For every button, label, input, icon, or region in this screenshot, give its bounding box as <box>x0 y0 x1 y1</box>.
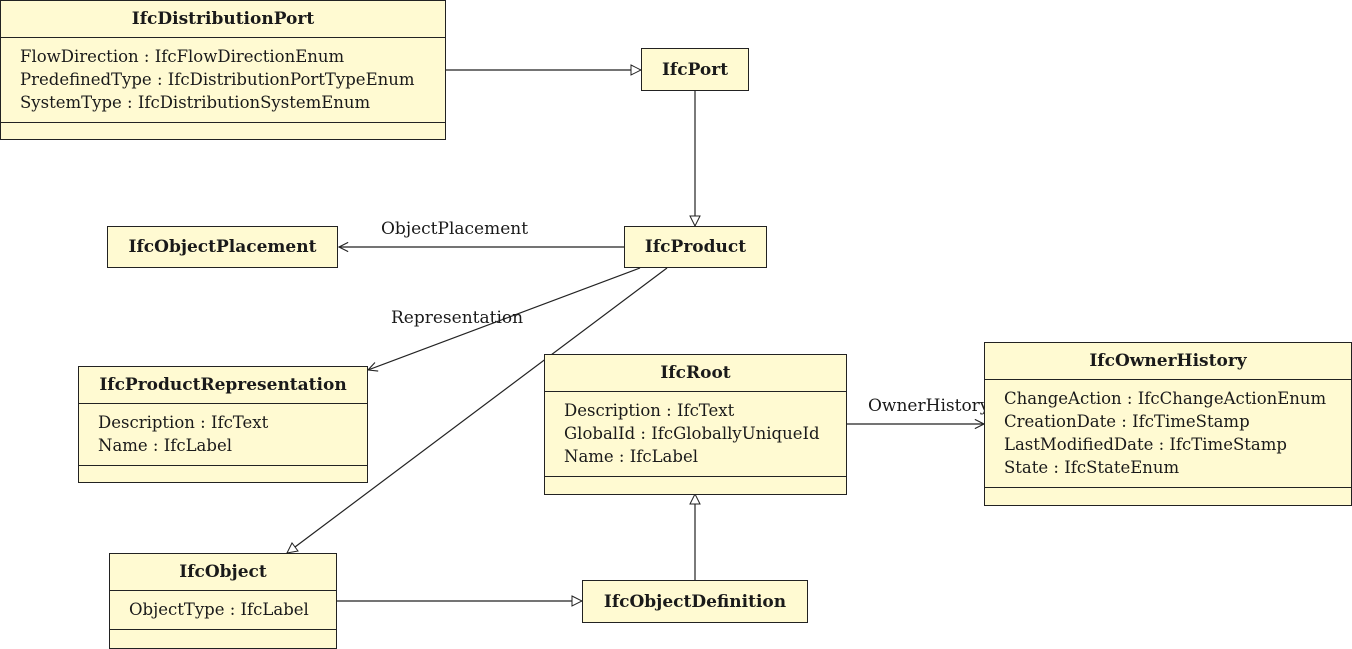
attribute-compartment: FlowDirection : IfcFlowDirectionEnum Pre… <box>1 38 445 123</box>
generalization-edge-product-object <box>287 267 668 553</box>
class-ifcdistributionport[interactable]: IfcDistributionPort FlowDirection : IfcF… <box>0 0 446 140</box>
class-ifcproductrepresentation[interactable]: IfcProductRepresentation Description : I… <box>78 366 368 483</box>
operation-compartment <box>110 630 336 648</box>
association-edge-representation <box>368 267 641 370</box>
class-ifcroot[interactable]: IfcRoot Description : IfcText GlobalId :… <box>544 354 847 495</box>
attribute-row: SystemType : IfcDistributionSystemEnum <box>20 93 371 112</box>
attribute-row: CreationDate : IfcTimeStamp <box>1004 412 1250 431</box>
class-name: IfcProduct <box>644 237 747 257</box>
attribute-row: ObjectType : IfcLabel <box>129 600 309 619</box>
operation-compartment <box>545 477 846 495</box>
attribute-row: Name : IfcLabel <box>564 447 698 466</box>
class-name: IfcOwnerHistory <box>985 343 1351 380</box>
operation-compartment <box>79 466 367 484</box>
class-ifcobjectdefinition[interactable]: IfcObjectDefinition <box>582 580 808 623</box>
attribute-row: GlobalId : IfcGloballyUniqueId <box>564 424 820 443</box>
operation-compartment <box>985 488 1351 506</box>
class-ifcobject[interactable]: IfcObject ObjectType : IfcLabel <box>109 553 337 649</box>
class-name: IfcObjectPlacement <box>128 237 317 257</box>
class-ifcownerhistory[interactable]: IfcOwnerHistory ChangeAction : IfcChange… <box>984 342 1352 506</box>
class-ifcproduct[interactable]: IfcProduct <box>624 226 767 268</box>
attribute-compartment: ChangeAction : IfcChangeActionEnum Creat… <box>985 380 1351 488</box>
class-ifcobjectplacement[interactable]: IfcObjectPlacement <box>107 226 338 268</box>
class-name: IfcPort <box>661 59 729 80</box>
ownerhistory-label: OwnerHistory <box>868 396 990 416</box>
attribute-row: ChangeAction : IfcChangeActionEnum <box>1004 389 1327 408</box>
attribute-row: State : IfcStateEnum <box>1004 458 1180 477</box>
class-name: IfcObject <box>110 554 336 591</box>
attribute-row: Description : IfcText <box>564 401 735 420</box>
representation-label: Representation <box>391 308 524 328</box>
class-name: IfcObjectDefinition <box>603 591 787 612</box>
attribute-compartment: ObjectType : IfcLabel <box>110 591 336 630</box>
attribute-row: LastModifiedDate : IfcTimeStamp <box>1004 435 1287 454</box>
class-name: IfcRoot <box>545 355 846 392</box>
attribute-compartment: Description : IfcText Name : IfcLabel <box>79 404 367 466</box>
objectplacement-label: ObjectPlacement <box>381 219 529 239</box>
attribute-row: PredefinedType : IfcDistributionPortType… <box>20 70 415 89</box>
attribute-compartment: Description : IfcText GlobalId : IfcGlob… <box>545 392 846 477</box>
class-name: IfcDistributionPort <box>1 1 445 38</box>
attribute-row: FlowDirection : IfcFlowDirectionEnum <box>20 47 345 66</box>
operation-compartment <box>1 123 445 141</box>
attribute-row: Description : IfcText <box>98 413 269 432</box>
class-ifcport[interactable]: IfcPort <box>641 48 749 91</box>
class-name: IfcProductRepresentation <box>79 367 367 404</box>
attribute-row: Name : IfcLabel <box>98 436 232 455</box>
